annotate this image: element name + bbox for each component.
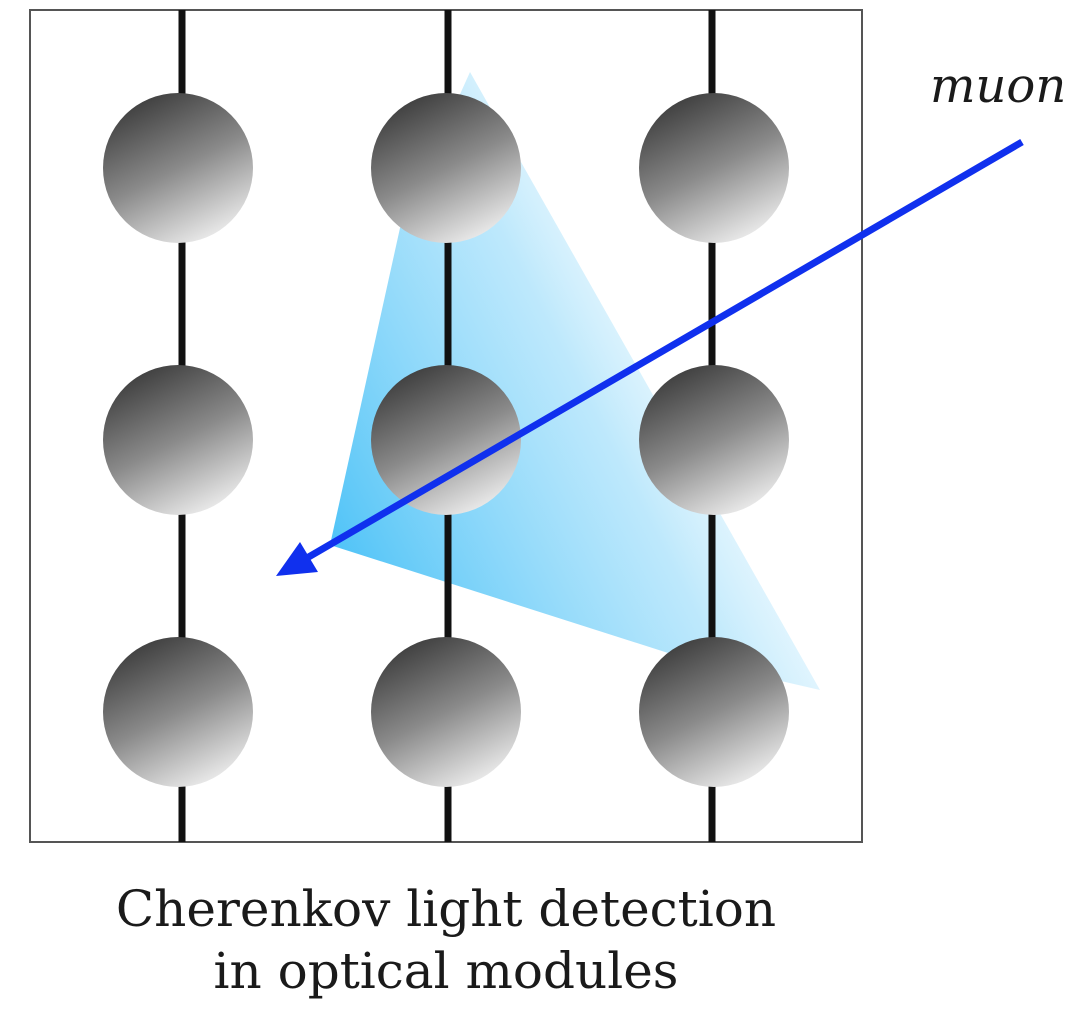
caption-line-2: in optical modules (213, 942, 679, 1000)
optical-module (639, 365, 789, 515)
optical-module (371, 637, 521, 787)
optical-module (371, 365, 521, 515)
muon-arrowhead-icon (276, 542, 318, 576)
optical-modules (103, 93, 789, 787)
muon-label: muon (930, 58, 1067, 114)
optical-module (639, 93, 789, 243)
caption-line-1: Cherenkov light detection (115, 880, 777, 938)
optical-module (103, 93, 253, 243)
optical-module (103, 637, 253, 787)
optical-module (639, 637, 789, 787)
muon-track-line (298, 138, 1024, 566)
optical-module (371, 93, 521, 243)
diagram-caption: Cherenkov light detection in optical mod… (30, 878, 862, 1002)
optical-module (103, 365, 253, 515)
muon-track (276, 138, 1024, 576)
